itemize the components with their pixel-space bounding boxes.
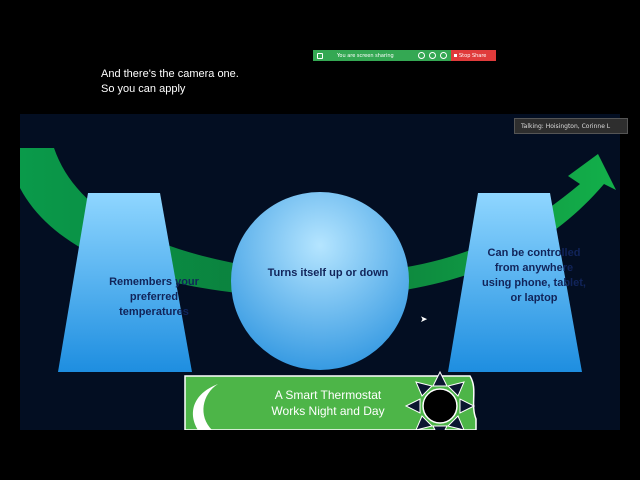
center-block-text: Turns itself up or down — [267, 267, 389, 279]
speaker-icon[interactable] — [418, 52, 425, 59]
stop-share-label: Stop Share — [459, 52, 487, 59]
slide-graphics — [20, 148, 616, 430]
share-status: You are screen sharing — [313, 50, 451, 61]
screen-share-bar: You are screen sharing Stop Share — [313, 50, 496, 61]
shared-slide: Remembers your preferred temperatures Tu… — [20, 114, 620, 430]
left-trapezoid — [58, 193, 192, 372]
caption-line-1: And there's the camera one. — [101, 68, 239, 80]
banner-line-2: Works Night and Day — [271, 404, 385, 418]
stop-share-button[interactable]: Stop Share — [451, 50, 496, 61]
right-block-text: Can be controlled from anywhere using ph… — [482, 247, 586, 304]
stop-icon — [454, 54, 457, 57]
center-circle — [231, 192, 409, 370]
pause-icon[interactable] — [429, 52, 436, 59]
share-status-text: You are screen sharing — [337, 53, 394, 59]
shield-icon — [317, 52, 323, 59]
mouse-cursor-icon: ➤ — [420, 314, 428, 324]
sun-icon — [404, 370, 476, 430]
talking-indicator: Talking: Hoisington, Corinne L — [514, 118, 628, 134]
banner-line-1: A Smart Thermostat — [274, 388, 382, 402]
left-block-text: Remembers your preferred temperatures — [109, 276, 199, 318]
right-trapezoid — [448, 193, 582, 372]
caption-line-2: So you can apply — [101, 83, 186, 95]
security-icon[interactable] — [440, 52, 447, 59]
banner-ribbon — [184, 375, 477, 430]
banner-title: A Smart Thermostat Works Night and Day — [258, 387, 398, 419]
live-caption: And there's the camera one. So you can a… — [101, 67, 239, 97]
